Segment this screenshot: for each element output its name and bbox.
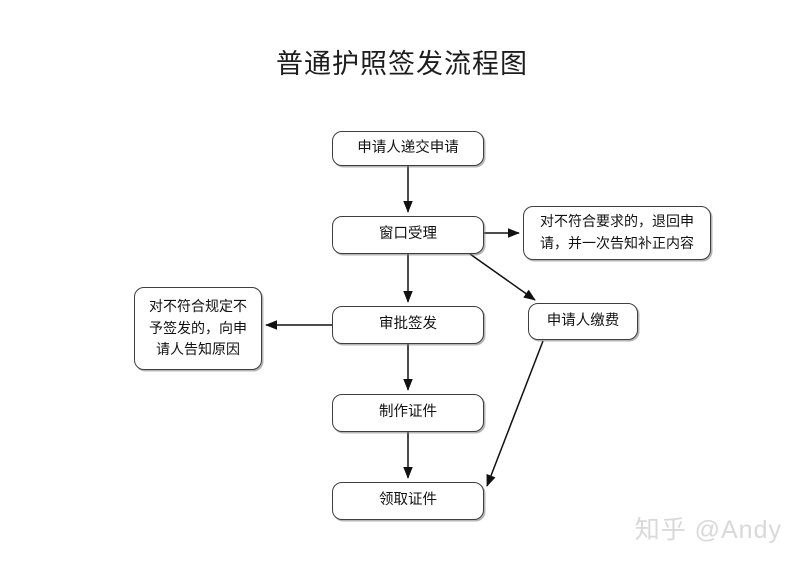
node-submit-label: 申请人递交申请 — [357, 139, 459, 156]
connector-window-accept-to-pay-fee — [469, 253, 536, 301]
node-pay-fee[interactable]: 申请人缴费 — [528, 303, 638, 340]
node-pay-fee-label: 申请人缴费 — [546, 312, 620, 329]
node-notify-reason[interactable]: 对不符合规定不 予签发的，向申 请人告知原因 — [134, 287, 262, 370]
connector-pay-fee-to-collect-document — [486, 340, 544, 487]
page-title: 普通护照签发流程图 — [276, 49, 528, 79]
node-notify-reason-label: 对不符合规定不 予签发的，向申 请人告知原因 — [149, 297, 247, 358]
node-approve-issue[interactable]: 审批签发 — [332, 306, 484, 344]
node-collect-document[interactable]: 领取证件 — [332, 482, 484, 520]
node-make-document-label: 制作证件 — [379, 404, 437, 421]
node-approve-issue-label: 审批签发 — [379, 316, 437, 333]
watermark: 知乎 @Andy — [634, 516, 782, 544]
node-submit[interactable]: 申请人递交申请 — [332, 131, 484, 166]
node-return-application-label: 对不符合要求的，退回申 请，并一次告知补正内容 — [540, 213, 694, 251]
node-return-application[interactable]: 对不符合要求的，退回申 请，并一次告知补正内容 — [523, 206, 711, 260]
node-make-document[interactable]: 制作证件 — [332, 394, 484, 432]
node-window-accept-label: 窗口受理 — [379, 226, 437, 243]
node-window-accept[interactable]: 窗口受理 — [332, 216, 484, 254]
node-collect-document-label: 领取证件 — [379, 492, 437, 509]
